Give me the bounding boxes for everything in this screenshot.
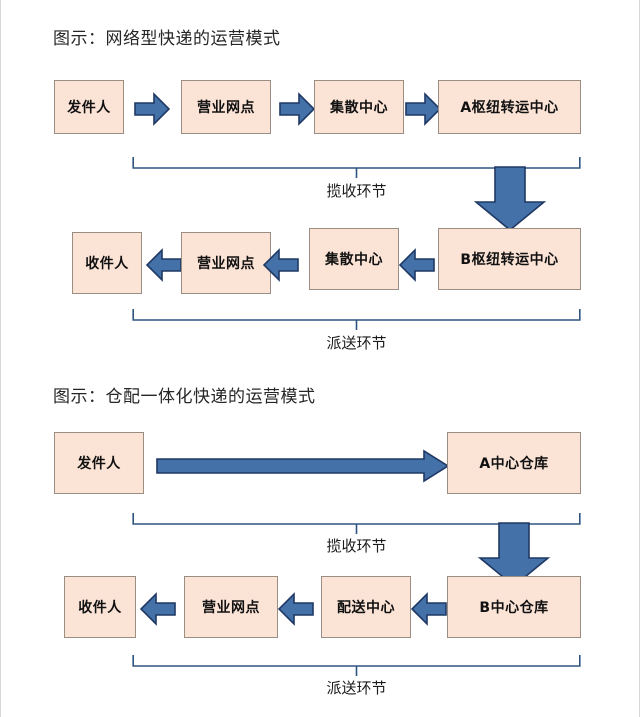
node-sender-1[interactable]: 发件人 bbox=[54, 80, 124, 134]
bracket-delivery-stage-2 bbox=[132, 654, 581, 676]
bracket-pickup-stage-2 bbox=[132, 512, 581, 534]
arrow-left-icon bbox=[399, 248, 435, 282]
bracket-label-delivery-stage-2: 派送环节 bbox=[326, 679, 387, 697]
arrow-down-icon bbox=[473, 166, 547, 232]
diagram-1-title: 图示：网络型快递的运营模式 bbox=[53, 29, 281, 49]
diagram-2-title: 图示：仓配一体化快递的运营模式 bbox=[53, 387, 316, 407]
node-branch-office-2[interactable]: 营业网点 bbox=[181, 232, 271, 294]
node-branch-office-3[interactable]: 营业网点 bbox=[184, 576, 278, 638]
arrow-left-icon bbox=[263, 248, 299, 282]
bracket-label-pickup-stage-1: 揽收环节 bbox=[326, 182, 387, 200]
arrow-left-icon bbox=[146, 248, 182, 282]
node-recipient-1[interactable]: 收件人 bbox=[72, 232, 142, 294]
arrow-right-icon bbox=[134, 92, 170, 126]
node-central-warehouse-b[interactable]: B中心仓库 bbox=[447, 576, 581, 638]
arrow-long-right-icon bbox=[156, 449, 450, 483]
bracket-label-pickup-stage-2: 揽收环节 bbox=[326, 537, 387, 555]
node-central-warehouse-a[interactable]: A中心仓库 bbox=[447, 432, 581, 494]
node-delivery-center[interactable]: 配送中心 bbox=[321, 576, 411, 638]
arrow-left-icon bbox=[140, 592, 176, 626]
arrow-left-icon bbox=[278, 592, 314, 626]
bracket-label-delivery-stage-1: 派送环节 bbox=[326, 334, 387, 352]
arrow-down-icon bbox=[477, 522, 551, 588]
node-hub-b[interactable]: B枢纽转运中心 bbox=[438, 228, 581, 290]
node-hub-a[interactable]: A枢纽转运中心 bbox=[438, 80, 581, 134]
node-branch-office-1[interactable]: 营业网点 bbox=[181, 80, 271, 134]
arrow-right-icon bbox=[405, 92, 441, 126]
node-distribution-hub-2[interactable]: 集散中心 bbox=[309, 228, 399, 290]
bracket-pickup-stage-1 bbox=[132, 156, 581, 178]
arrow-right-icon bbox=[279, 92, 315, 126]
bracket-delivery-stage-1 bbox=[132, 308, 581, 330]
node-distribution-hub-1[interactable]: 集散中心 bbox=[314, 80, 404, 134]
node-recipient-2[interactable]: 收件人 bbox=[64, 576, 136, 638]
arrow-left-icon bbox=[411, 592, 447, 626]
node-sender-2[interactable]: 发件人 bbox=[54, 432, 144, 494]
